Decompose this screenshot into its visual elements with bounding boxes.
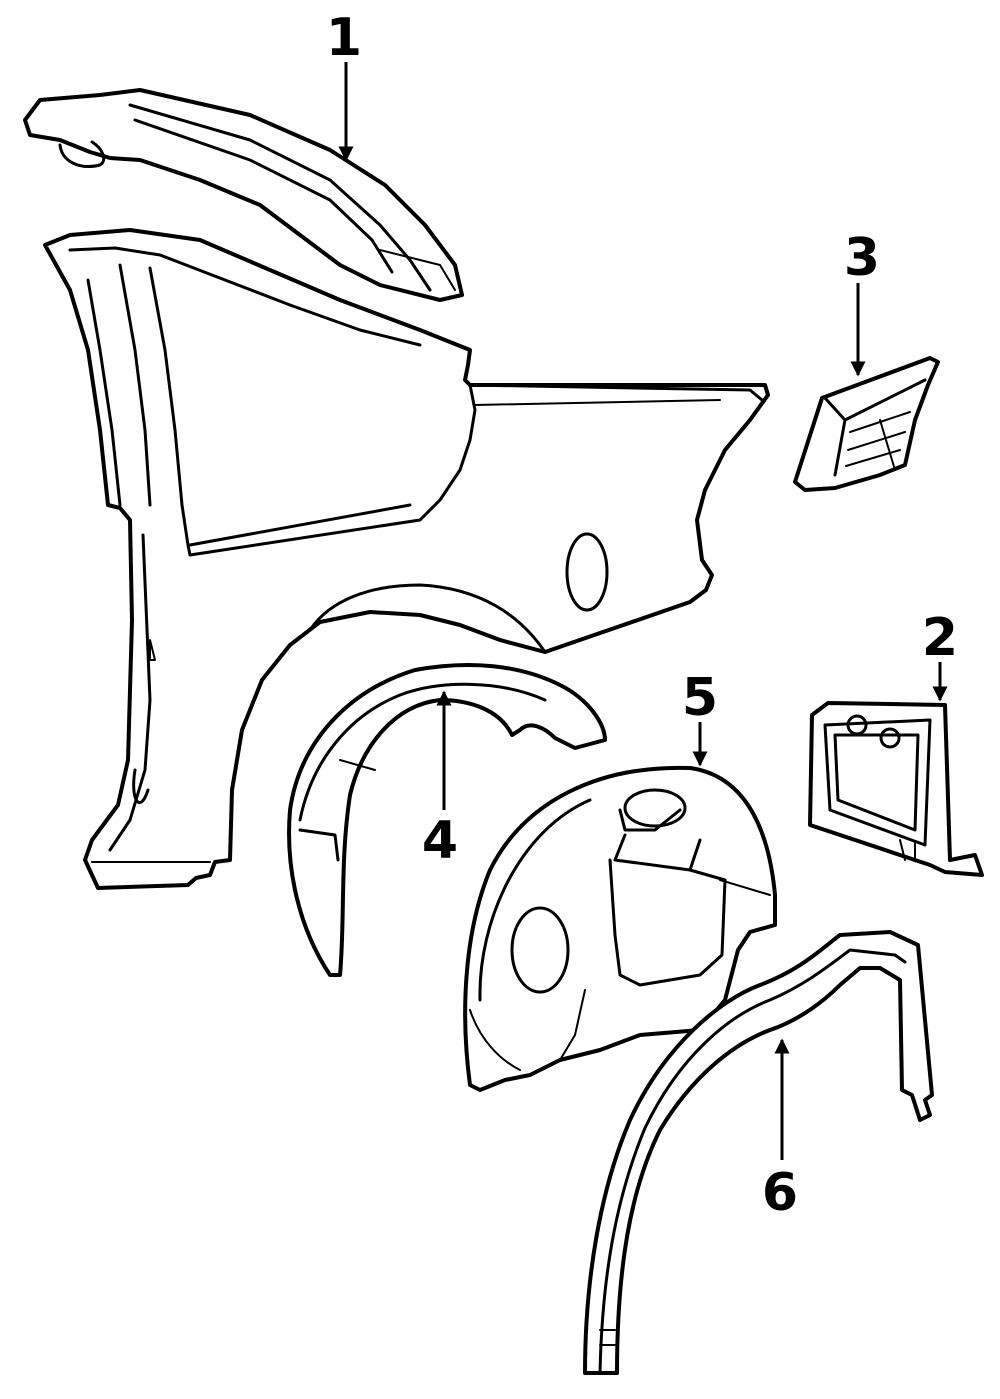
part-5-wheelhouse — [463, 765, 777, 1092]
part-6-seal-strip — [583, 930, 934, 1375]
callout-label-2: 2 — [922, 608, 958, 668]
callout-label-5: 5 — [682, 668, 718, 728]
part-3-panel — [793, 356, 940, 492]
callout-group-1: 1 — [326, 8, 362, 162]
callout-label-3: 3 — [844, 228, 880, 288]
part-2-lamp-bracket — [808, 701, 984, 877]
callout-label-1: 1 — [326, 8, 362, 68]
callout-group-4: 4 — [422, 690, 458, 871]
callout-group-5: 5 — [682, 668, 718, 767]
callout-group-6: 6 — [762, 1038, 798, 1223]
part-4-wheel-liner — [287, 663, 607, 977]
callout-group-2: 2 — [922, 608, 958, 702]
quarter-panel — [43, 228, 770, 890]
part-1-roof-rail — [23, 88, 464, 302]
callout-label-4: 4 — [422, 811, 458, 871]
callout-group-3: 3 — [844, 228, 880, 377]
callout-label-6: 6 — [762, 1163, 798, 1223]
